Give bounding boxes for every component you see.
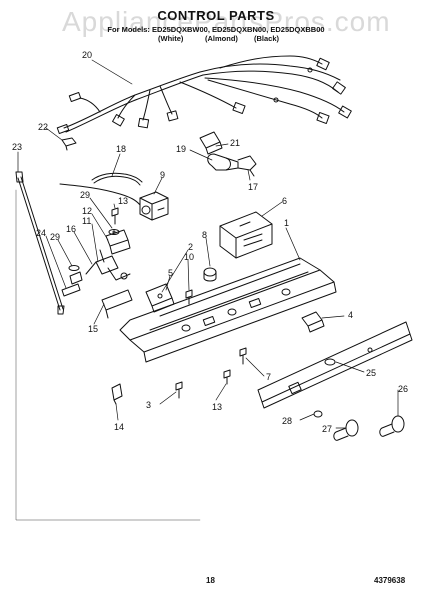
- screw-3: [175, 381, 183, 399]
- control-housing: [119, 257, 337, 363]
- variant-black: (Black): [254, 34, 280, 43]
- callout-20: 20: [82, 50, 92, 60]
- clip-14: [111, 383, 123, 405]
- capillary-tube: [59, 172, 143, 206]
- page-number: 18: [206, 576, 215, 585]
- callout-23: 23: [12, 142, 22, 152]
- model-list: For Models: ED25DQXBW00, ED25DQXBN00, ED…: [107, 25, 325, 34]
- page-title: CONTROL PARTS: [157, 8, 275, 23]
- document-number: 4379638: [374, 576, 406, 585]
- callout-13-lower: 13: [212, 402, 222, 412]
- callout-5: 5: [168, 268, 173, 278]
- callout-18: 18: [116, 144, 126, 154]
- washer-28: [313, 410, 323, 418]
- callout-27: 27: [322, 424, 332, 434]
- callout-4: 4: [348, 310, 353, 320]
- callout-14: 14: [114, 422, 124, 432]
- switch-2: [145, 283, 175, 313]
- leader-lines: [15, 59, 399, 521]
- callout-25: 25: [366, 368, 376, 378]
- callout-15: 15: [88, 324, 98, 334]
- callout-7: 7: [266, 372, 271, 382]
- wiring-harness: [56, 55, 352, 135]
- callout-1: 1: [284, 218, 289, 228]
- control-rod: [15, 171, 65, 315]
- shaft-assembly: [85, 249, 131, 281]
- screw-7: [239, 347, 247, 365]
- callout-17: 17: [248, 182, 258, 192]
- callout-21: 21: [230, 138, 240, 148]
- thermostat: [139, 191, 169, 221]
- knob-8: [203, 267, 217, 282]
- knob-26: [379, 415, 405, 437]
- screw-upper: [108, 207, 120, 235]
- callout-12: 12: [82, 206, 92, 216]
- washer-lower: [61, 265, 83, 297]
- callout-3: 3: [146, 400, 151, 410]
- variant-almond: (Almond): [205, 34, 238, 43]
- front-panel: [257, 321, 413, 409]
- callout-10: 10: [184, 252, 194, 262]
- control-box: [219, 211, 273, 259]
- callout-29-lower: 29: [50, 232, 60, 242]
- callout-28: 28: [282, 416, 292, 426]
- bracket-12: [105, 229, 131, 255]
- callout-11: 11: [82, 216, 91, 226]
- screw-10: [185, 289, 193, 305]
- callout-29-upper: 29: [80, 190, 90, 200]
- callout-8: 8: [202, 230, 207, 240]
- callout-13-upper: 13: [118, 196, 128, 206]
- bracket-15: [101, 289, 133, 319]
- watermark-text: AppliancePartsPros.com: [62, 6, 391, 37]
- callout-24: 24: [36, 228, 46, 238]
- lamp-bracket: [199, 131, 223, 155]
- callout-9: 9: [160, 170, 165, 180]
- callout-26: 26: [398, 384, 408, 394]
- callout-labels: 20 22 23 21 18 19 17 9 13 29 12 11 16 29…: [12, 50, 408, 434]
- callout-6: 6: [282, 196, 287, 206]
- callout-19: 19: [176, 144, 186, 154]
- variant-white: (White): [158, 34, 184, 43]
- callout-22: 22: [38, 122, 48, 132]
- socket-4: [301, 311, 325, 333]
- callout-2: 2: [188, 242, 193, 252]
- clip-22: [61, 137, 77, 151]
- knob-27: [333, 419, 359, 441]
- callout-16: 16: [66, 224, 76, 234]
- screw-13-lower: [223, 369, 231, 385]
- light-bulb: [207, 153, 257, 177]
